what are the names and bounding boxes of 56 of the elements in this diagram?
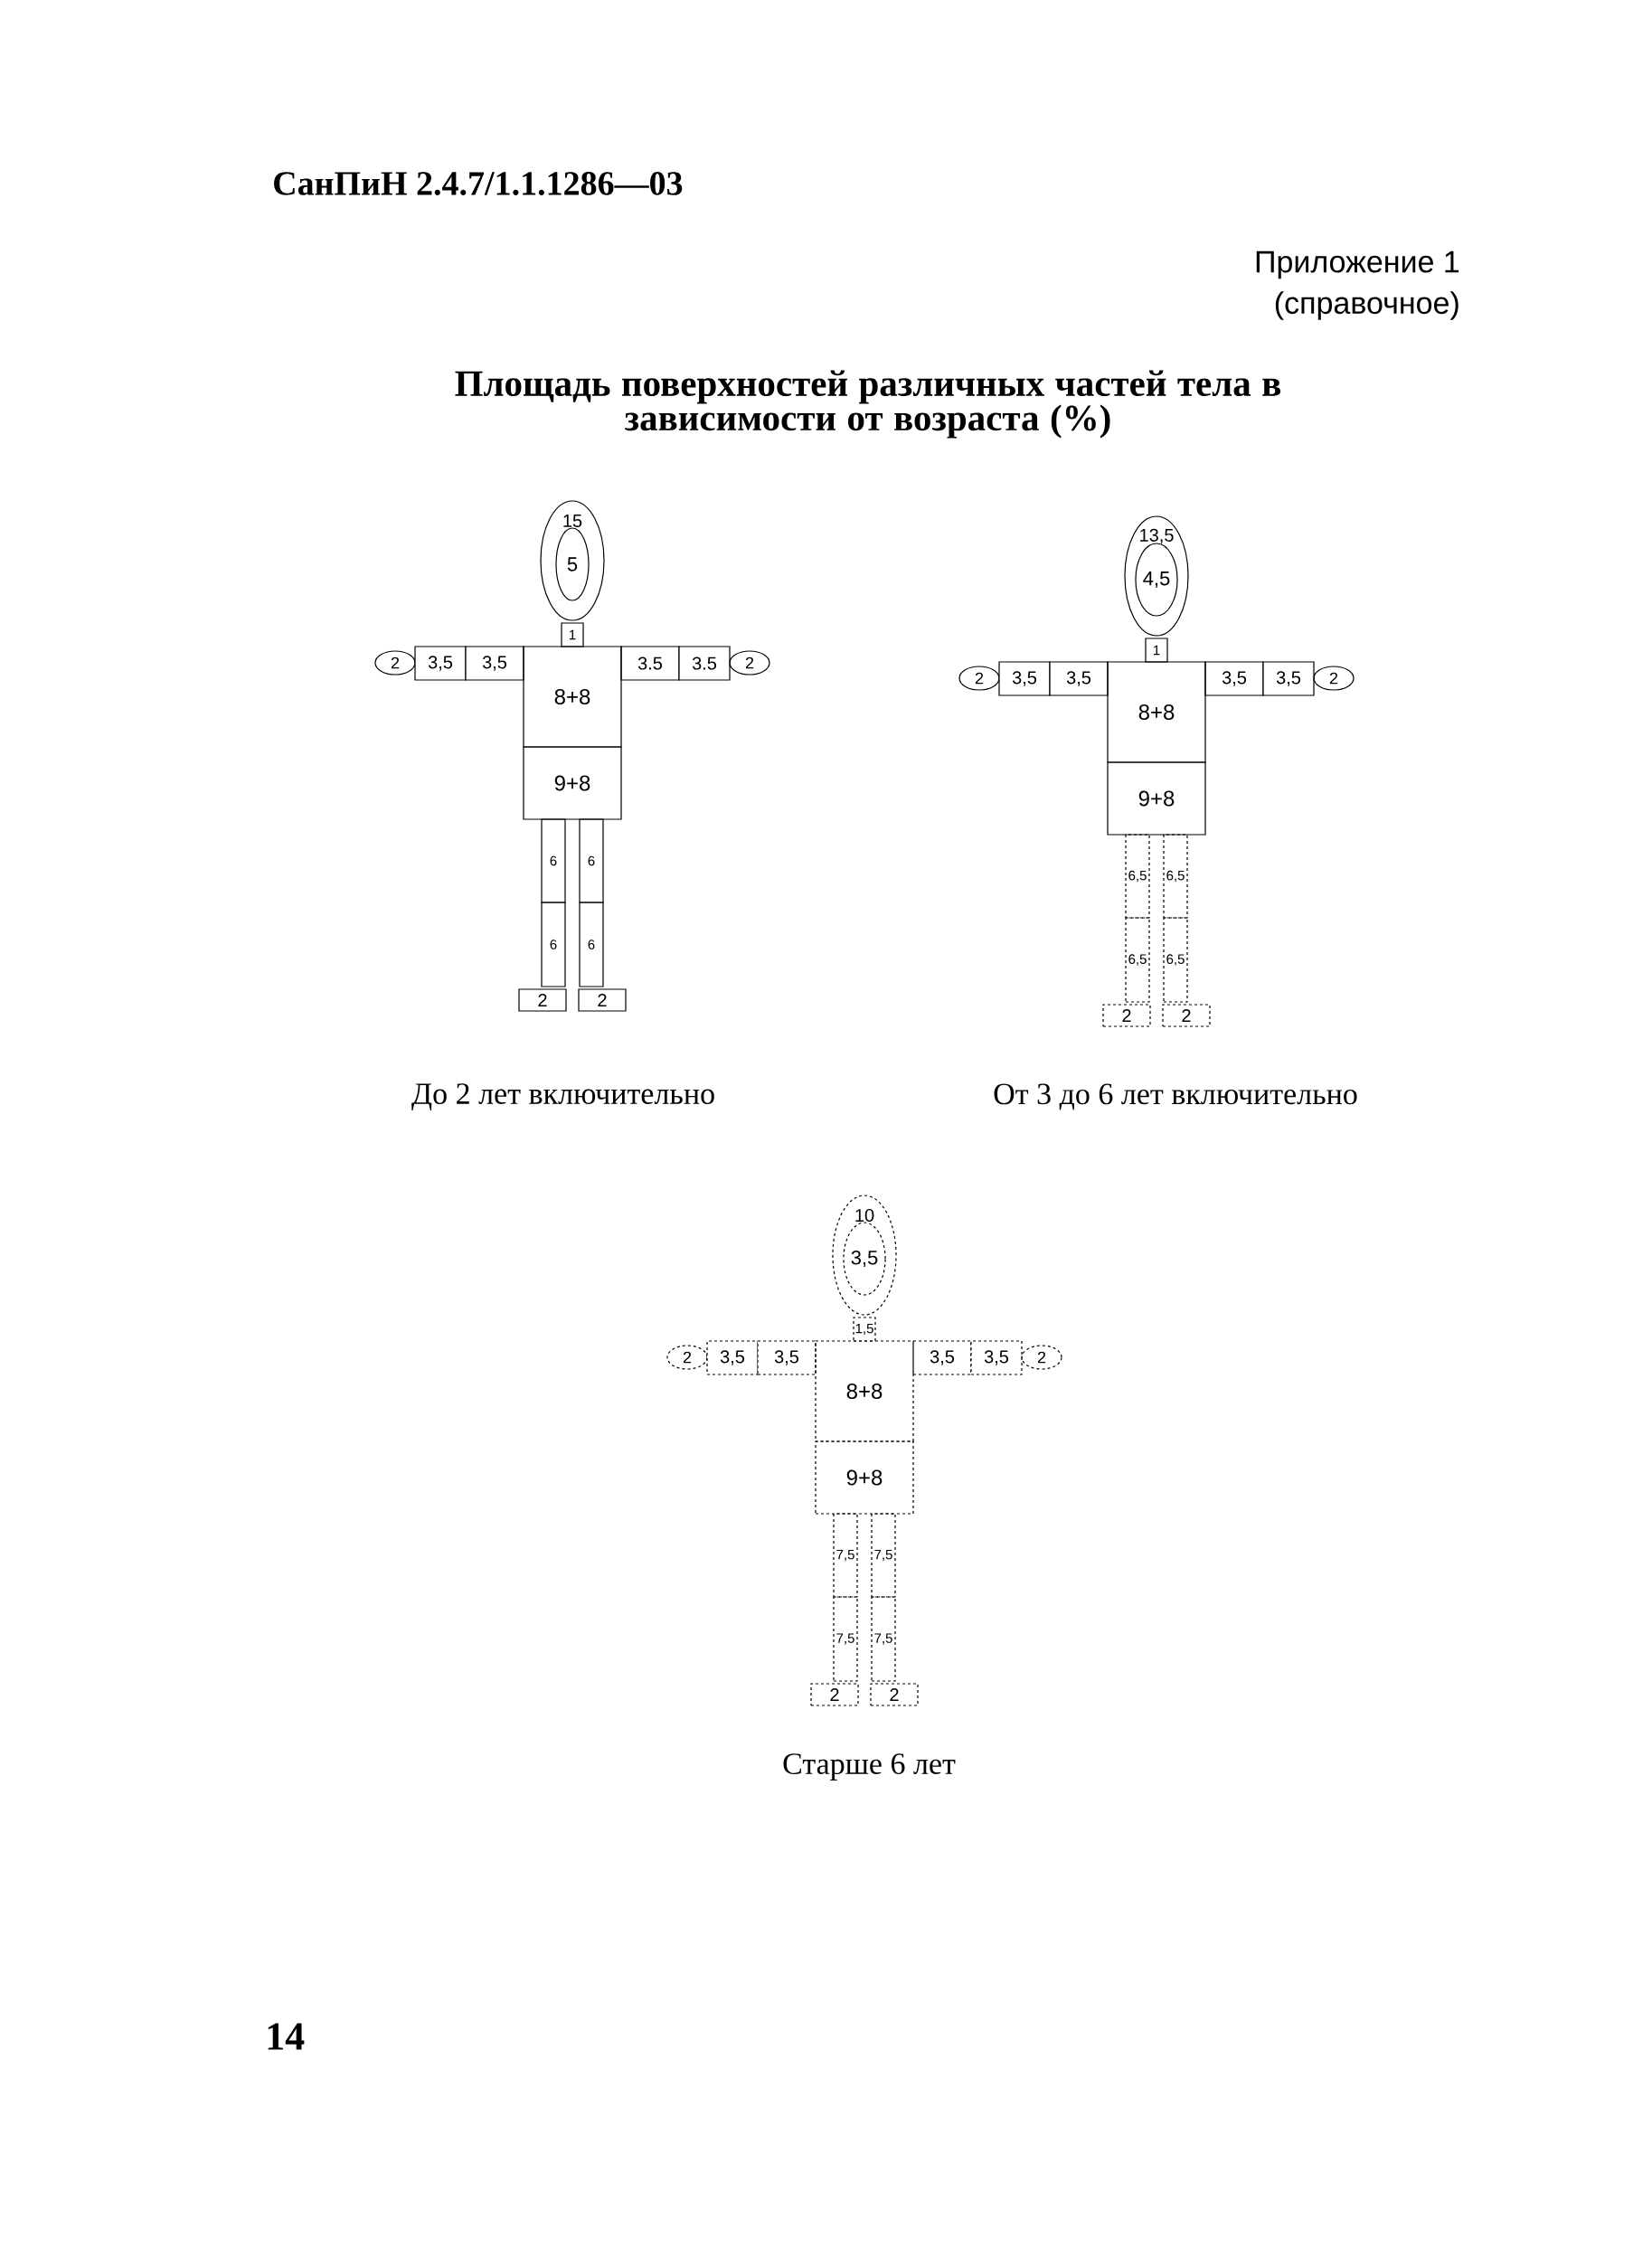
abdomen-box: 9+8 — [523, 746, 622, 820]
arm-box: 3,5 — [1049, 661, 1109, 696]
leg-box: 6,5 — [1163, 917, 1188, 1003]
foot-box: 2 — [1102, 1004, 1151, 1027]
leg-box: 6 — [541, 902, 566, 987]
hand-oval: 2 — [729, 650, 770, 675]
figure-caption: Старше 6 лет — [783, 1753, 956, 1780]
foot-box: 2 — [518, 988, 567, 1012]
arm-box: 3,5 — [912, 1340, 972, 1375]
arm-box: 3,5 — [465, 646, 524, 681]
foot-box: 2 — [1162, 1004, 1211, 1027]
figure-caption: От 3 до 6 лет включительно — [994, 1083, 1357, 1110]
neck-box: 1 — [561, 622, 584, 647]
arm-box: 3,5 — [970, 1340, 1023, 1375]
hand-oval: 2 — [1313, 666, 1355, 691]
foot-box: 2 — [870, 1683, 919, 1706]
leg-box: 6 — [541, 818, 566, 903]
arm-box: 3,5 — [998, 661, 1051, 696]
arm-box: 3,5 — [706, 1340, 759, 1375]
leg-box: 6,5 — [1125, 834, 1150, 919]
hand-oval: 2 — [958, 666, 1000, 691]
arm-box: 3.5 — [678, 646, 731, 681]
leg-box: 7,5 — [871, 1596, 896, 1682]
figure-caption: До 2 лет включительно — [411, 1083, 714, 1110]
appendix-label: (справочное) — [1275, 291, 1458, 320]
abdomen-box: 9+8 — [1107, 761, 1206, 836]
appendix-label: Приложение 1 — [1256, 250, 1459, 279]
face-oval: 5 — [555, 527, 590, 601]
leg-box: 7,5 — [833, 1513, 858, 1598]
leg-box: 6,5 — [1125, 917, 1150, 1003]
chest-box: 8+8 — [815, 1340, 914, 1442]
arm-box: 3,5 — [1204, 661, 1264, 696]
title: Площадь поверхностей различных частей тела в зависимости от возраста (%) — [455, 370, 1281, 439]
page-number: 14 — [268, 2023, 305, 2050]
arm-box: 3,5 — [414, 646, 467, 681]
arm-box: 3,5 — [757, 1340, 817, 1375]
leg-box: 7,5 — [871, 1513, 896, 1598]
arm-box: 3.5 — [620, 646, 680, 681]
face-oval: 4,5 — [1135, 543, 1178, 617]
leg-box: 6 — [579, 902, 604, 987]
chest-box: 8+8 — [523, 646, 622, 748]
neck-box: 1 — [1145, 638, 1168, 663]
hand-oval: 2 — [1021, 1345, 1062, 1370]
face-oval: 3,5 — [843, 1222, 886, 1296]
foot-box: 2 — [810, 1683, 859, 1706]
neck-box: 1,5 — [853, 1317, 876, 1342]
abdomen-box: 9+8 — [815, 1440, 914, 1515]
hand-oval: 2 — [374, 650, 416, 675]
leg-box: 6 — [579, 818, 604, 903]
foot-box: 2 — [578, 988, 627, 1012]
header-text: СанПиН 2.4.7/1.1.1286—03 — [274, 172, 683, 195]
chest-box: 8+8 — [1107, 661, 1206, 763]
leg-box: 6,5 — [1163, 834, 1188, 919]
leg-box: 7,5 — [833, 1596, 858, 1682]
hand-oval: 2 — [666, 1345, 708, 1370]
arm-box: 3,5 — [1262, 661, 1315, 696]
